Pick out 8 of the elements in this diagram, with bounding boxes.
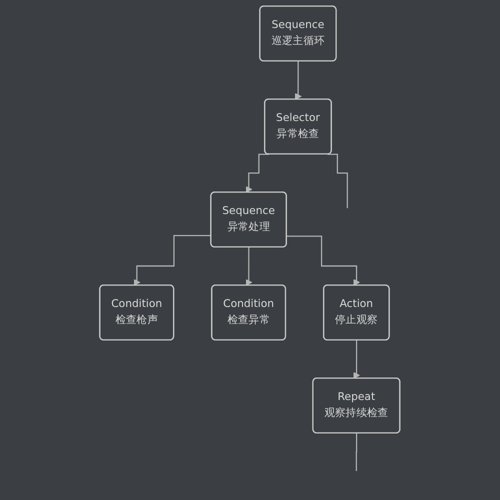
arrow — [354, 340, 360, 379]
arrow — [134, 235, 212, 286]
arrow — [246, 246, 252, 286]
connector — [356, 432, 358, 472]
arrow — [286, 236, 360, 286]
arrow — [295, 60, 302, 100]
connector — [328, 154, 348, 209]
arrow — [246, 154, 270, 193]
